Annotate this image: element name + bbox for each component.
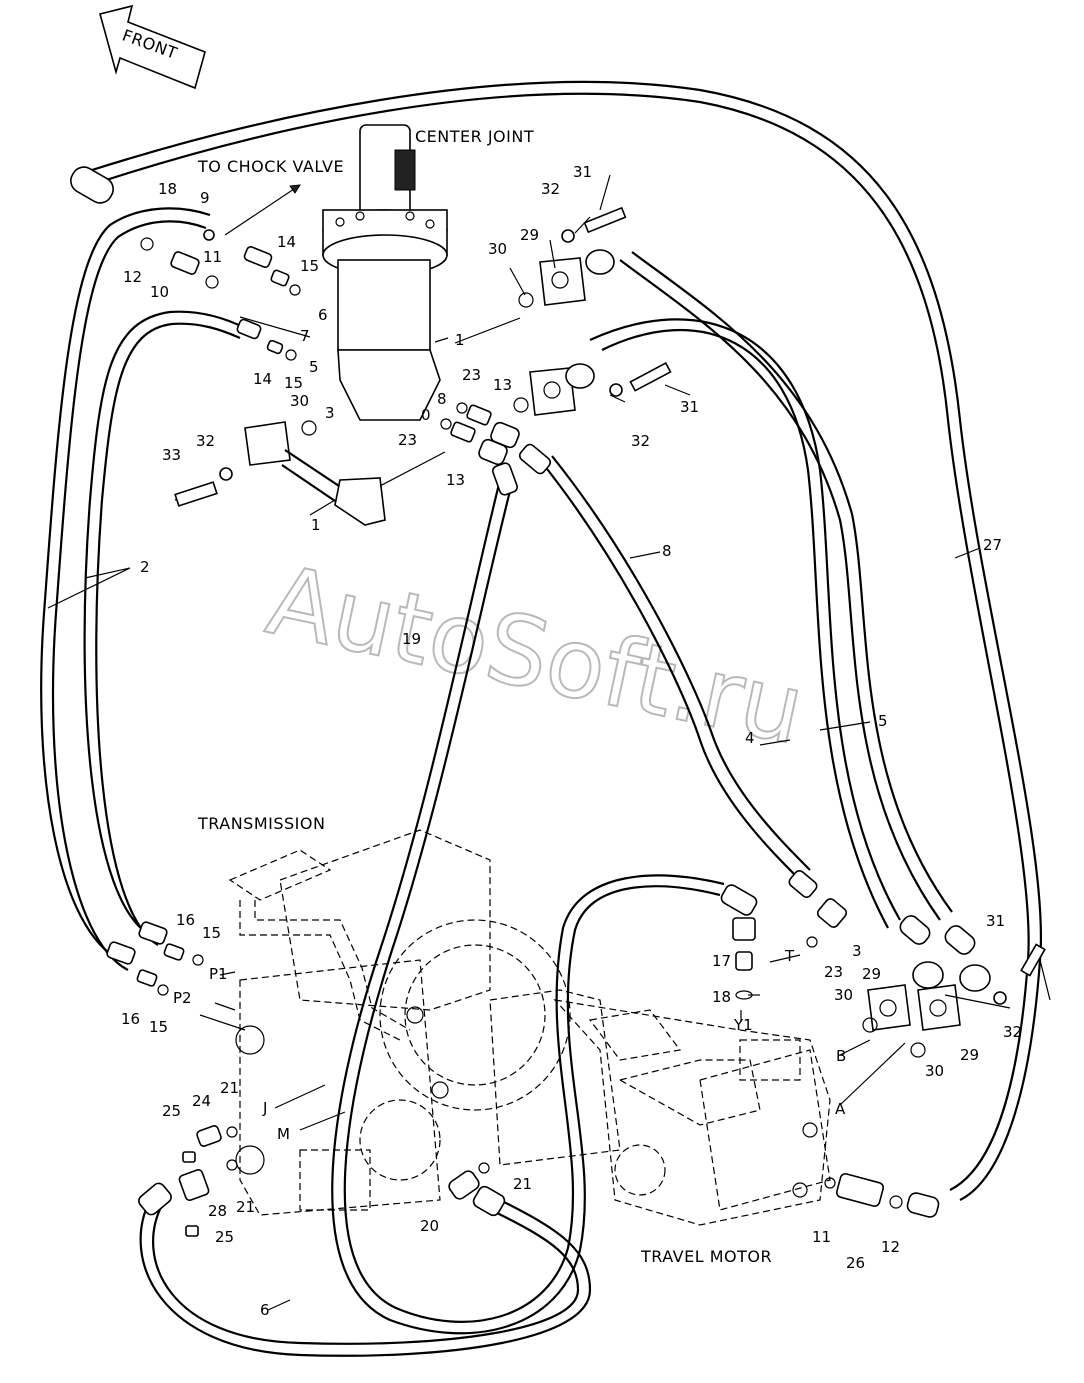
part-label: 11 — [812, 1228, 831, 1246]
part-label: 29 — [960, 1046, 979, 1064]
part-label: 19 — [402, 630, 421, 648]
port-label-a: A — [835, 1100, 846, 1118]
part-label: 3 — [325, 404, 335, 422]
part-label: 8 — [662, 542, 672, 560]
part-label: 32 — [196, 432, 215, 450]
hose-27 — [91, 80, 1043, 1201]
part-label: 12 — [881, 1238, 900, 1256]
part-label: 30 — [834, 986, 853, 1004]
transmission: TRANSMISSION — [197, 814, 621, 1216]
part-label: 2 — [140, 558, 150, 576]
part-label: 32 — [1003, 1023, 1022, 1041]
part-label: 23 — [398, 431, 417, 449]
part-label: 10 — [150, 283, 169, 301]
leader-lines — [47, 174, 1051, 1311]
part-label: 15 — [202, 924, 221, 942]
part-label: 23 — [824, 963, 843, 981]
part-label: 18 — [712, 988, 731, 1006]
part-labels: 1 1 2 3 3 4 5 5 6 6 7 8 8 9 0 10 11 11 1… — [121, 163, 1022, 1319]
to-chock-valve-label: TO CHOCK VALVE — [197, 157, 344, 176]
part-label: 32 — [541, 180, 560, 198]
center-joint-label: CENTER JOINT — [415, 127, 534, 146]
part-label: 13 — [446, 471, 465, 489]
port-label-p2: P2 — [173, 989, 192, 1007]
part-label: 15 — [300, 257, 319, 275]
part-label: 30 — [925, 1062, 944, 1080]
watermark: AutoSoft.ru — [259, 544, 814, 766]
part-label: 5 — [309, 358, 319, 376]
part-label: 0 — [421, 406, 431, 424]
part-label: 31 — [680, 398, 699, 416]
hoses — [40, 80, 1043, 1357]
part-label: 24 — [192, 1092, 211, 1110]
part-label: 17 — [712, 952, 731, 970]
hose-ends — [70, 166, 1046, 1237]
part-label: 1 — [455, 331, 465, 349]
part-label: 1 — [311, 516, 321, 534]
part-label: 33 — [162, 446, 181, 464]
part-label: 15 — [284, 374, 303, 392]
part-label: 21 — [220, 1079, 239, 1097]
part-label: 9 — [200, 189, 210, 207]
part-label: 15 — [149, 1018, 168, 1036]
port-label-y1: Y1 — [733, 1016, 753, 1034]
port-label-p1: P1 — [209, 965, 228, 983]
part-label: 6 — [318, 306, 328, 324]
part-label: 32 — [631, 432, 650, 450]
port-label-t: T — [784, 947, 795, 965]
part-label: 11 — [203, 248, 222, 266]
part-label: 20 — [420, 1217, 439, 1235]
port-label-m: M — [277, 1125, 290, 1143]
part-label: 13 — [493, 376, 512, 394]
port-label-b: B — [836, 1047, 846, 1065]
part-label: 25 — [162, 1102, 181, 1120]
part-label: 30 — [290, 392, 309, 410]
transmission-label: TRANSMISSION — [197, 814, 325, 833]
part-label: 29 — [520, 226, 539, 244]
part-label: 7 — [300, 327, 310, 345]
fittings-center — [140, 229, 552, 496]
part-label: 18 — [158, 180, 177, 198]
part-label: 14 — [253, 370, 272, 388]
part-label: 6 — [260, 1301, 270, 1319]
part-label: 31 — [986, 912, 1005, 930]
part-label: 31 — [573, 163, 592, 181]
port-label-j: J — [262, 1099, 267, 1117]
center-joint: CENTER JOINT TO CHOCK VALVE — [197, 124, 534, 421]
travel-motor: TRAVEL MOTOR — [553, 999, 831, 1266]
flanges-upper — [513, 206, 672, 416]
part-label: 14 — [277, 233, 296, 251]
pipe-1 — [174, 421, 386, 526]
part-label: 3 — [852, 942, 862, 960]
part-label: 16 — [176, 911, 195, 929]
part-label: 8 — [437, 390, 447, 408]
part-label: 29 — [862, 965, 881, 983]
part-label: 21 — [236, 1198, 255, 1216]
part-label: 28 — [208, 1202, 227, 1220]
travel-motor-label: TRAVEL MOTOR — [640, 1247, 772, 1266]
part-label: 4 — [745, 729, 755, 747]
part-label: 5 — [878, 712, 888, 730]
part-label: 27 — [983, 536, 1002, 554]
part-label: 30 — [488, 240, 507, 258]
part-label: 26 — [846, 1254, 865, 1272]
part-label: 12 — [123, 268, 142, 286]
part-label: 16 — [121, 1010, 140, 1028]
part-label: 23 — [462, 366, 481, 384]
part-label: 25 — [215, 1228, 234, 1246]
front-arrow: FRONT — [99, 4, 206, 90]
port-labels: P1 P2 J M T Y1 B A — [173, 947, 846, 1143]
part-label: 21 — [513, 1175, 532, 1193]
